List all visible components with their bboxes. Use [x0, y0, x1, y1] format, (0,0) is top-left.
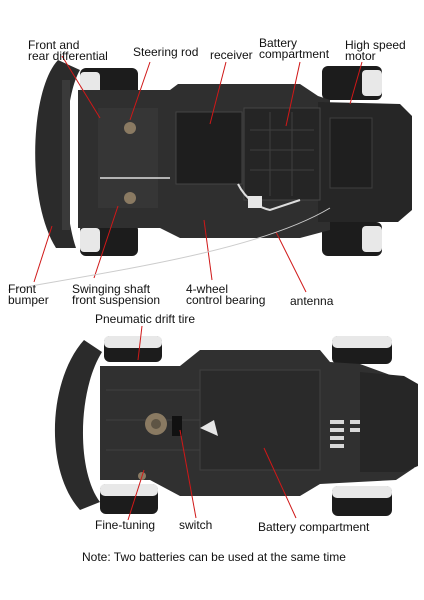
label-switch: switch: [179, 518, 213, 532]
antenna-wire: [7, 207, 331, 291]
top-motor: [329, 117, 373, 189]
leader-battery-bottom: [263, 447, 297, 519]
bottom-wheel-rear-upper: [332, 336, 392, 364]
top-receiver-box: [175, 111, 243, 185]
top-battery-compartment: [243, 107, 321, 201]
label-steering-rod: Steering rod: [133, 45, 199, 59]
label-line: Battery: [259, 36, 298, 50]
label-line: Front: [8, 282, 37, 296]
bottom-wheel-rear-lower: [332, 486, 392, 516]
label-line: 4-wheel: [186, 282, 229, 296]
label-swinging-shaft: Swinging shaft front suspension: [72, 282, 161, 307]
label-line: Front and: [28, 38, 80, 52]
leader-bearing: [203, 219, 213, 281]
leader-switch: [179, 429, 197, 519]
top-chassis-view: [35, 60, 412, 256]
top-wheel-rear-lower: [322, 222, 382, 256]
label-line: rear differential: [28, 49, 108, 63]
label-line: compartment: [259, 47, 330, 61]
bottom-wheel-front-lower: [100, 484, 158, 514]
bottom-wheel-front-upper: [104, 336, 162, 362]
label-antenna: antenna: [290, 294, 334, 308]
label-line: control bearing: [186, 293, 266, 307]
leader-steering-rod: [129, 61, 151, 121]
label-front-rear-differential: Front and rear differential: [28, 38, 108, 63]
leader-bumper: [33, 225, 53, 283]
label-front-bumper: Front bumper: [8, 282, 49, 307]
leader-receiver: [209, 61, 227, 125]
leader-swinging: [93, 205, 119, 279]
label-battery-compartment-top: Battery compartment: [259, 36, 330, 61]
leader-battery-top: [285, 61, 301, 127]
leader-motor: [349, 61, 363, 105]
label-receiver: receiver: [210, 48, 253, 62]
label-fine-tuning: Fine-tuning: [95, 518, 156, 532]
leader-differential: [61, 55, 101, 119]
label-line: front suspension: [72, 293, 161, 307]
bottom-chassis-view: [54, 336, 418, 516]
label-4-wheel-control-bearing: 4-wheel control bearing: [186, 282, 266, 307]
bottom-front-bumper: [54, 340, 102, 510]
bottom-switch: [172, 416, 182, 436]
top-wheel-front-lower: [80, 224, 138, 256]
label-battery-compartment-bottom: Battery compartment: [258, 520, 370, 534]
label-line: Swinging shaft: [72, 282, 151, 296]
label-line: bumper: [8, 293, 49, 307]
top-front-bumper: [35, 60, 80, 248]
label-pneumatic-drift-tire: Pneumatic drift tire: [95, 312, 196, 326]
leader-drift-tire: [137, 325, 143, 361]
label-line: motor: [345, 49, 376, 63]
label-high-speed-motor: High speed motor: [345, 38, 406, 63]
leader-antenna: [275, 231, 307, 293]
label-line: High speed: [345, 38, 406, 52]
footnote: Note: Two batteries can be used at the s…: [82, 550, 346, 564]
top-wheel-rear-upper: [322, 66, 382, 100]
leader-fine-tuning: [127, 469, 145, 521]
leader-lines: [33, 55, 363, 521]
